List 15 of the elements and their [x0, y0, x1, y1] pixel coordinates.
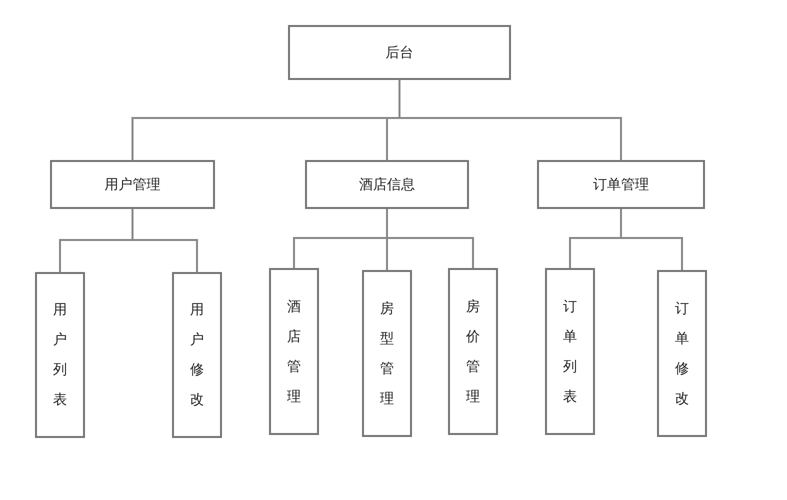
module-box: 酒店信息: [305, 160, 469, 209]
module-box: 后台: [288, 25, 511, 80]
connector-line: [398, 80, 622, 160]
connector-line: [132, 209, 198, 272]
connector-line: [620, 209, 683, 270]
leaf-box: 用户修改: [172, 272, 222, 438]
leaf-box: 订单列表: [545, 268, 595, 435]
connector-line: [386, 209, 474, 268]
leaf-box: 酒店管理: [269, 268, 319, 435]
leaf-box: 房型管理: [362, 270, 412, 437]
leaf-box: 房价管理: [448, 268, 498, 435]
module-box: 用户管理: [50, 160, 215, 209]
leaf-box: 订单修改: [657, 270, 707, 437]
module-box: 订单管理: [537, 160, 705, 209]
leaf-box: 用户列表: [35, 272, 85, 438]
